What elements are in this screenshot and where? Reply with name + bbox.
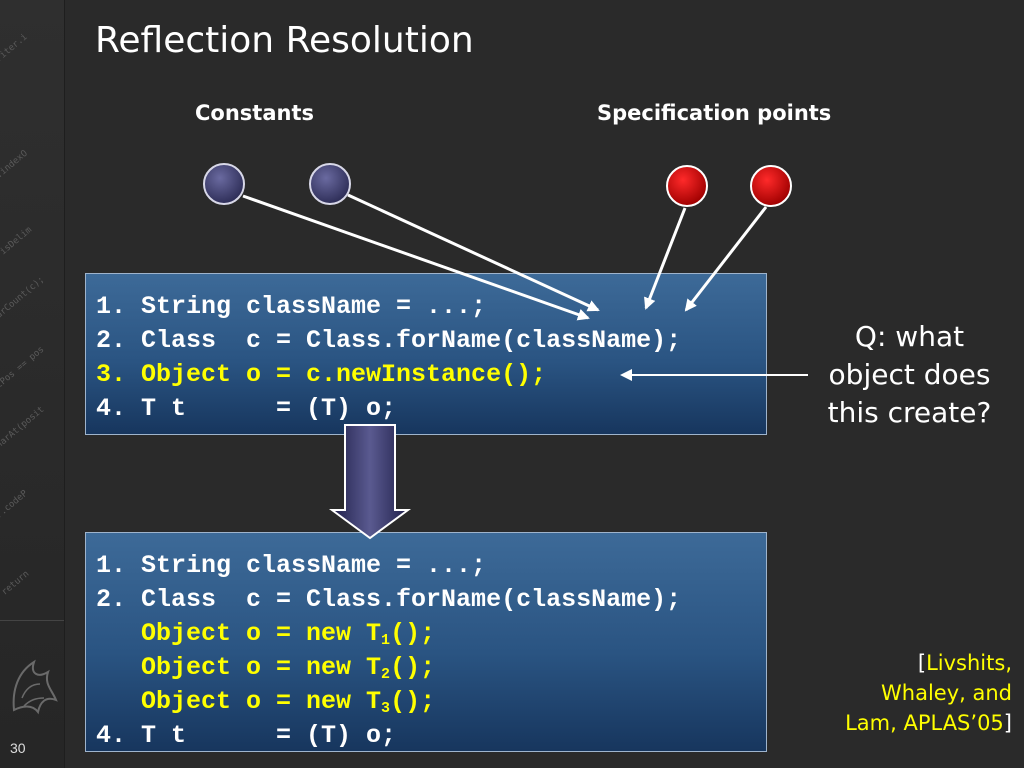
object-t3-suffix: (); xyxy=(390,687,436,716)
citation-open-bracket: [ xyxy=(917,651,927,675)
code-box-resolved: 1. String className = ...; 2. Class c = … xyxy=(85,532,767,752)
constant-node-2 xyxy=(309,163,351,205)
object-t3-subscript: 3 xyxy=(381,700,391,717)
spec-arrow-1 xyxy=(644,207,687,310)
constant-node-1 xyxy=(203,163,245,205)
question-line-2: object does xyxy=(828,358,991,391)
transform-down-arrow xyxy=(328,424,412,540)
question-line-1: Q: what xyxy=(854,320,965,353)
citation-line-1: [Livshits, xyxy=(812,648,1012,678)
constant-arrow-1 xyxy=(242,194,590,321)
griffin-logo-icon xyxy=(12,659,58,715)
object-t3-prefix: Object o = new T xyxy=(96,687,382,716)
code-line-2: 2. Class c = Class.forName(className); xyxy=(96,326,682,355)
slide-title: Reflection Resolution xyxy=(95,20,474,61)
constants-label: Constants xyxy=(195,101,314,125)
object-t1-prefix: Object o = new T xyxy=(96,619,382,648)
constant-arrow-2 xyxy=(347,193,600,312)
side-decoration-strip: writer.i rs.indexO && isDelim charCount(… xyxy=(0,0,65,768)
object-t1-suffix: (); xyxy=(390,619,436,648)
citation-line-2: Whaley, and xyxy=(881,681,1012,705)
citation: [Livshits, Whaley, and Lam, APLAS’05] xyxy=(812,648,1012,738)
question-text: Q: what object does this create? xyxy=(812,318,1007,432)
object-t2-subscript: 2 xyxy=(381,666,391,683)
question-line-3: this create? xyxy=(827,396,992,429)
object-t2-suffix: (); xyxy=(390,653,436,682)
page-number: 30 xyxy=(10,740,26,756)
object-t2-prefix: Object o = new T xyxy=(96,653,382,682)
code-line-2: 2. Class c = Class.forName(className); xyxy=(96,585,682,614)
object-t1-subscript: 1 xyxy=(381,632,391,649)
code-line-object-t2: Object o = new T2(); xyxy=(96,651,756,685)
citation-author-3-venue: Lam, APLAS’05 xyxy=(845,711,1004,735)
spec-arrow-2 xyxy=(684,206,768,312)
code-line-object-t1: Object o = new T1(); xyxy=(96,617,756,651)
code-line-1: 1. String className = ...; xyxy=(96,551,487,580)
citation-close-bracket: ] xyxy=(1003,711,1012,735)
code-line-3-highlighted: 3. Object o = c.newInstance(); xyxy=(96,360,547,389)
citation-line-3: Lam, APLAS’05] xyxy=(812,708,1012,738)
code-line-4: 4. T t = (T) o; xyxy=(96,721,397,750)
code-line-4: 4. T t = (T) o; xyxy=(96,394,397,423)
side-divider xyxy=(0,620,64,621)
citation-author-1: Livshits, xyxy=(926,651,1012,675)
code-line-1: 1. String className = ...; xyxy=(96,292,487,321)
spec-point-node-1 xyxy=(666,165,708,207)
spec-points-label: Specification points xyxy=(597,101,832,125)
code-line-object-t3: Object o = new T3(); xyxy=(96,685,756,719)
spec-point-node-2 xyxy=(750,165,792,207)
